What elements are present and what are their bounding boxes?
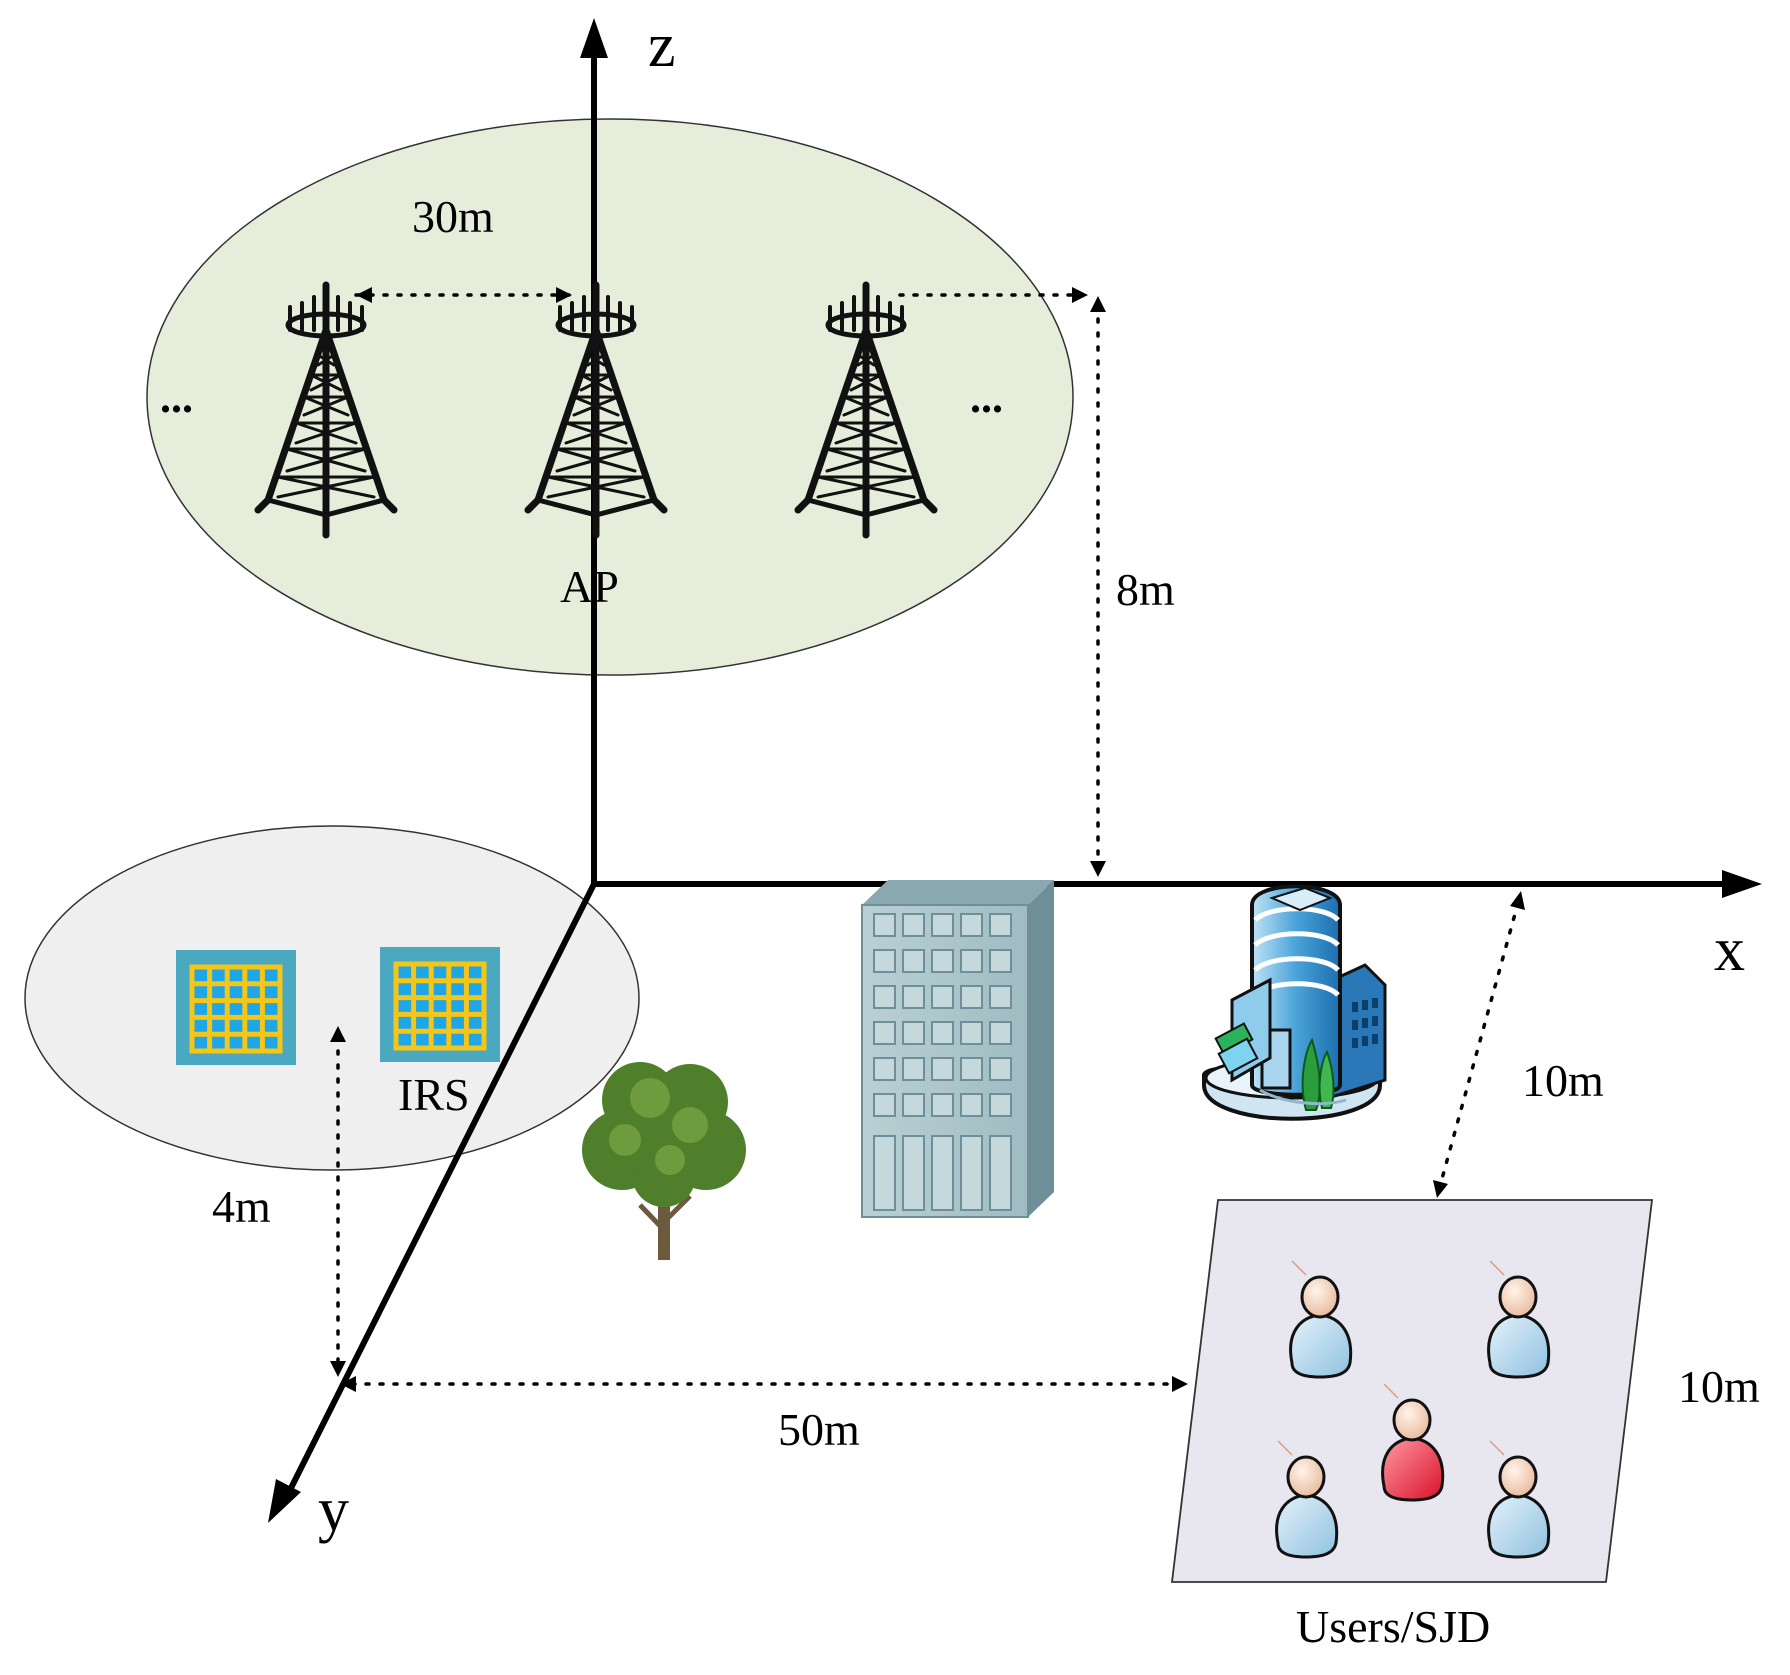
tree-icon (582, 1062, 746, 1260)
z-axis-label: z (648, 12, 676, 80)
user-icon-2 (1487, 1260, 1551, 1379)
ap-height-label: 8m (1116, 564, 1175, 615)
users-offset-dimension (1438, 901, 1520, 1188)
ap-ellipsis-right: ... (970, 373, 1003, 422)
irs-panel-left (176, 950, 296, 1065)
y-axis (282, 882, 597, 1502)
user-icon-4 (1487, 1440, 1551, 1559)
jammer-icon (1381, 1383, 1445, 1502)
x-distance-label: 50m (778, 1404, 860, 1455)
user-icon-1 (1289, 1260, 1353, 1379)
office-building-icon (861, 880, 1054, 1218)
users-label: Users/SJD (1296, 1601, 1490, 1652)
ap-label: AP (560, 561, 619, 612)
user-icon-3 (1275, 1440, 1339, 1559)
users-side-label: 10m (1678, 1361, 1760, 1412)
y-axis-arrowhead (268, 1479, 301, 1523)
ap-ellipsis-left: ... (160, 373, 193, 422)
irs-panel-right (380, 947, 500, 1062)
x-axis-arrowhead (1722, 870, 1762, 898)
irs-label: IRS (398, 1069, 470, 1120)
z-axis-arrowhead (580, 18, 608, 58)
y-axis-label: y (318, 1476, 349, 1544)
users-area (1170, 1199, 1654, 1583)
x-axis-label: x (1714, 916, 1745, 984)
modern-building-icon (1202, 884, 1387, 1121)
irs-height-label: 4m (212, 1181, 271, 1232)
irs-region (24, 825, 640, 1171)
users-offset-label: 10m (1522, 1055, 1604, 1106)
ap-spacing-label: 30m (412, 191, 494, 242)
